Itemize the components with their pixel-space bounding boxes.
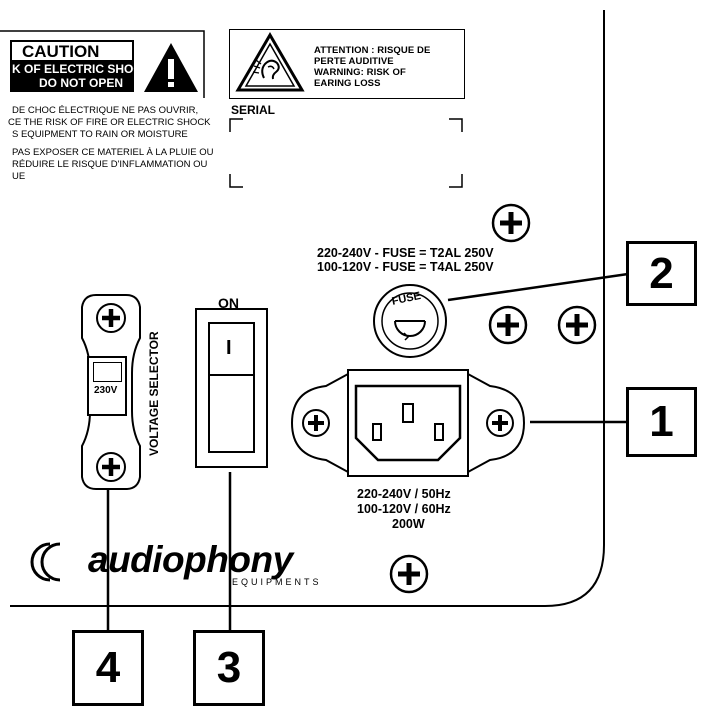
- screw-icon: [389, 554, 429, 594]
- screw-icon: [491, 203, 531, 243]
- caution-text-4: PAS EXPOSER CE MATERIEL À LA PLUIE OU: [12, 147, 214, 158]
- serial-label: SERIAL: [231, 103, 276, 117]
- hearing-text-4: EARING LOSS: [314, 78, 381, 89]
- caution-line-2: DO NOT OPEN: [39, 76, 124, 90]
- inlet-spec-3: 200W: [392, 517, 425, 531]
- caution-text-5: RÉDUIRE LE RISQUE D'INFLAMMATION OU: [12, 159, 208, 170]
- caution-label-frame: [0, 30, 205, 98]
- warning-triangle-icon: [144, 43, 198, 92]
- voltage-selector-slider[interactable]: [93, 362, 122, 382]
- screw-icon: [557, 305, 597, 345]
- fuse-icon: [373, 284, 447, 358]
- inlet-spec-1: 220-240V / 50Hz: [357, 487, 451, 501]
- power-switch-label: ON: [218, 295, 239, 311]
- caution-line-1: K OF ELECTRIC SHOCK: [12, 62, 151, 76]
- power-switch-symbol: I: [226, 337, 232, 359]
- power-switch-frame: [195, 308, 268, 468]
- hearing-hazard-icon: [235, 32, 305, 92]
- brand-name: audiophony: [88, 539, 293, 580]
- brand-sub: EQUIPMENTS: [232, 577, 322, 587]
- hearing-warning-label: ATTENTION : RISQUE DE PERTE AUDITIVE WAR…: [229, 29, 465, 99]
- fuse-rating-2: 100-120V - FUSE = T4AL 250V: [317, 260, 494, 274]
- caution-title: CAUTION: [22, 42, 100, 61]
- callout-3: 3: [193, 630, 265, 706]
- callout-4: 4: [72, 630, 144, 706]
- inlet-spec-2: 100-120V / 60Hz: [357, 502, 451, 516]
- voltage-selector-slot: 230V: [87, 356, 127, 416]
- callout-2: 2: [626, 241, 697, 306]
- voltage-selector-label: VOLTAGE SELECTOR: [147, 331, 161, 456]
- screw-icon: [96, 303, 126, 333]
- serial-frame: [229, 118, 463, 188]
- caution-text-6: UE: [12, 171, 26, 182]
- screw-icon: [96, 452, 126, 482]
- screw-icon: [488, 305, 528, 345]
- caution-text-1: DE CHOC ÉLECTRIQUE NE PAS OUVRIR,: [12, 105, 199, 116]
- brand-logo-icon: [30, 542, 61, 582]
- hearing-text-2: PERTE AUDITIVE: [314, 56, 394, 67]
- voltage-selector-setting: 230V: [94, 385, 118, 396]
- hearing-text-1: ATTENTION : RISQUE DE: [314, 45, 431, 56]
- caution-text-2: CE THE RISK OF FIRE OR ELECTRIC SHOCK: [8, 117, 211, 128]
- fuse-rating-1: 220-240V - FUSE = T2AL 250V: [317, 246, 494, 260]
- caution-label: CAUTION K OF ELECTRIC SHOCK DO NOT OPEN …: [0, 30, 214, 210]
- hearing-text-3: WARNING: RISK OF: [314, 67, 406, 78]
- power-switch-rocker-top: [210, 324, 253, 376]
- callout-1: 1: [626, 387, 697, 457]
- power-switch-rocker[interactable]: I: [208, 322, 255, 453]
- caution-text-3: S EQUIPMENT TO RAIN OR MOISTURE: [12, 129, 188, 140]
- iec-inlet-icon: [290, 369, 526, 477]
